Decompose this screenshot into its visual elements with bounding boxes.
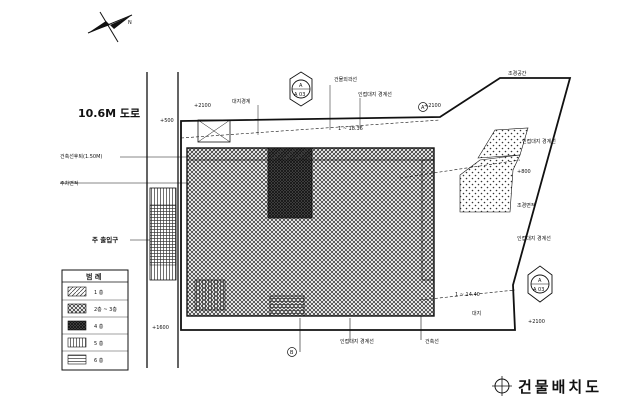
section-letter-right: A xyxy=(538,278,542,284)
legend: 범 례 1 층 2층 ~ 3층 4 층 5 층 6 층 xyxy=(61,269,129,371)
grid-mark-a: A xyxy=(418,102,428,112)
annotation-right-2: 조경면적 xyxy=(517,202,535,209)
legend-title: 범 례 xyxy=(86,272,101,281)
legend-swatch-1 xyxy=(67,286,87,297)
section-marker-right: A A 03 xyxy=(527,265,553,303)
level-3: +2100 xyxy=(424,103,441,109)
annotation-bottom-2: 건축선 xyxy=(425,338,439,345)
dimension-line-right xyxy=(419,289,516,301)
building-footprint xyxy=(186,147,435,317)
site-boundary xyxy=(180,77,572,331)
annotation-top-1: 조경공간 xyxy=(508,70,527,77)
drawing-title-block: 건물배치도 xyxy=(492,376,602,396)
entrance-label: 주 출입구 xyxy=(92,235,118,244)
stair-area xyxy=(194,279,226,311)
level-6: +2100 xyxy=(528,319,545,325)
section-marker-top: A A 03 xyxy=(289,71,313,107)
dimension-top: 1 ~ 18.36 xyxy=(338,126,363,132)
level-5: +1600 xyxy=(152,325,169,331)
annotation-top-4: 대지경계 xyxy=(232,98,251,105)
svg-text:A: A xyxy=(421,105,425,111)
dimension-right: 1 ~ 14.40 xyxy=(455,292,480,298)
legend-label-2: 2층 ~ 3층 xyxy=(94,306,117,313)
building-top-band xyxy=(186,147,435,161)
legend-label-1: 1 층 xyxy=(94,289,104,296)
legend-label-5: 6 층 xyxy=(94,357,104,364)
annotation-top-2: 건물외곽선 xyxy=(334,76,357,83)
annotation-left-2: 주차면적 xyxy=(60,180,78,187)
north-label: N xyxy=(128,20,132,26)
annotation-left-1: 건축선후퇴(1.50M) xyxy=(60,153,102,160)
parking-box xyxy=(197,119,231,143)
annotation-top-3: 인접대지 경계선 xyxy=(358,91,392,98)
legend-swatch-3 xyxy=(67,320,87,331)
section-letter-top: A xyxy=(299,83,303,89)
legend-swatch-2 xyxy=(67,303,87,314)
legend-label-3: 4 층 xyxy=(94,323,104,330)
dimension-line-top xyxy=(180,119,441,139)
entry-area xyxy=(269,295,305,317)
section-sheet-top: A 03 xyxy=(294,92,305,98)
annotation-right-1: 인접대지 경계선 xyxy=(522,138,556,145)
level-4: +800 xyxy=(517,169,531,175)
annotation-bottom-1: 인접대지 경계선 xyxy=(340,338,374,345)
north-arrow-icon: N xyxy=(87,11,133,43)
landscape-area xyxy=(459,154,521,213)
level-2: +500 xyxy=(160,118,174,124)
svg-text:B: B xyxy=(290,350,294,356)
grid-mark-b: B xyxy=(287,347,297,357)
legend-swatch-4 xyxy=(67,337,87,348)
road-label: 10.6M 도로 xyxy=(78,107,140,120)
level-1: +2100 xyxy=(194,103,211,109)
section-sheet-right: A 03 xyxy=(533,287,544,293)
landscape-area-upper xyxy=(477,127,529,159)
legend-label-4: 5 층 xyxy=(94,340,104,347)
annotation-right-4: 대지 xyxy=(472,310,481,317)
legend-swatch-5 xyxy=(67,354,87,365)
building-right-band xyxy=(421,159,435,281)
annotation-right-3: 인접대지 경계선 xyxy=(517,235,551,242)
drawing-title: 건물배치도 xyxy=(518,378,602,396)
